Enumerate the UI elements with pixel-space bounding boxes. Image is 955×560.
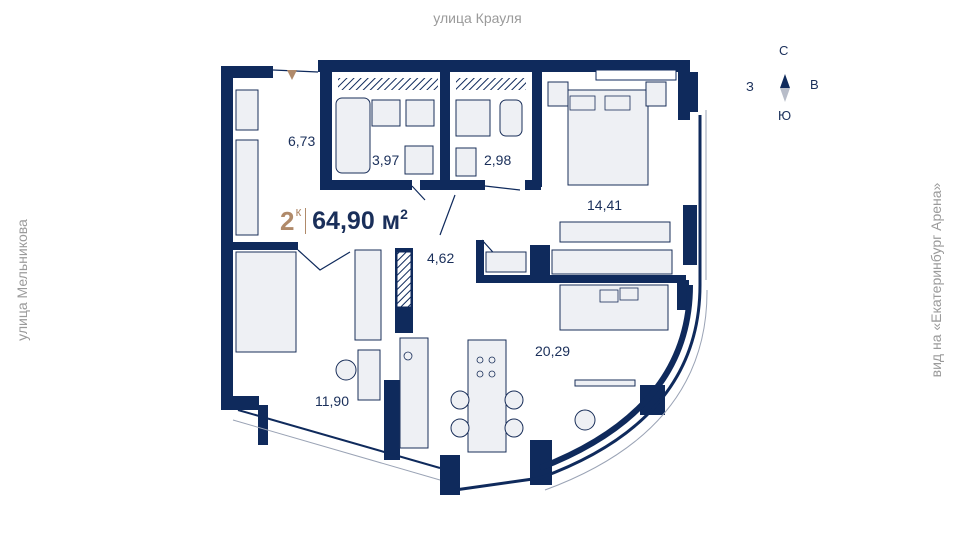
total-area: 64,90 м2 bbox=[312, 205, 408, 235]
room-area-wc: 2,98 bbox=[484, 152, 512, 168]
room-area-corridor: 4,62 bbox=[427, 250, 455, 266]
view-label: вид на «Екатеринбург Арена» bbox=[928, 182, 944, 378]
room-area-bathroom: 3,97 bbox=[372, 152, 400, 168]
apartment-title: 2к 64,90 м2 bbox=[280, 203, 408, 239]
room-count: 2к bbox=[280, 203, 302, 236]
street-top-label: улица Крауля bbox=[433, 10, 522, 26]
compass-needle-icon bbox=[780, 74, 790, 102]
curved-wall bbox=[538, 284, 693, 471]
room-area-bedroom-1: 14,41 bbox=[587, 197, 623, 213]
room-area-hall: 6,73 bbox=[288, 133, 316, 149]
compass-south: Ю bbox=[778, 108, 792, 123]
compass-west: З bbox=[746, 79, 754, 94]
outer-walls bbox=[221, 60, 698, 495]
room-area-bedroom-2: 11,90 bbox=[315, 393, 349, 409]
curved-facade bbox=[454, 115, 702, 492]
title-divider bbox=[305, 208, 307, 234]
furniture bbox=[235, 81, 673, 453]
room-area-kitchen-living: 20,29 bbox=[535, 343, 571, 359]
compass-east: В bbox=[810, 77, 819, 92]
doors bbox=[272, 69, 521, 271]
compass-north: С bbox=[779, 43, 789, 58]
street-left-label: улица Мельникова bbox=[14, 219, 30, 341]
